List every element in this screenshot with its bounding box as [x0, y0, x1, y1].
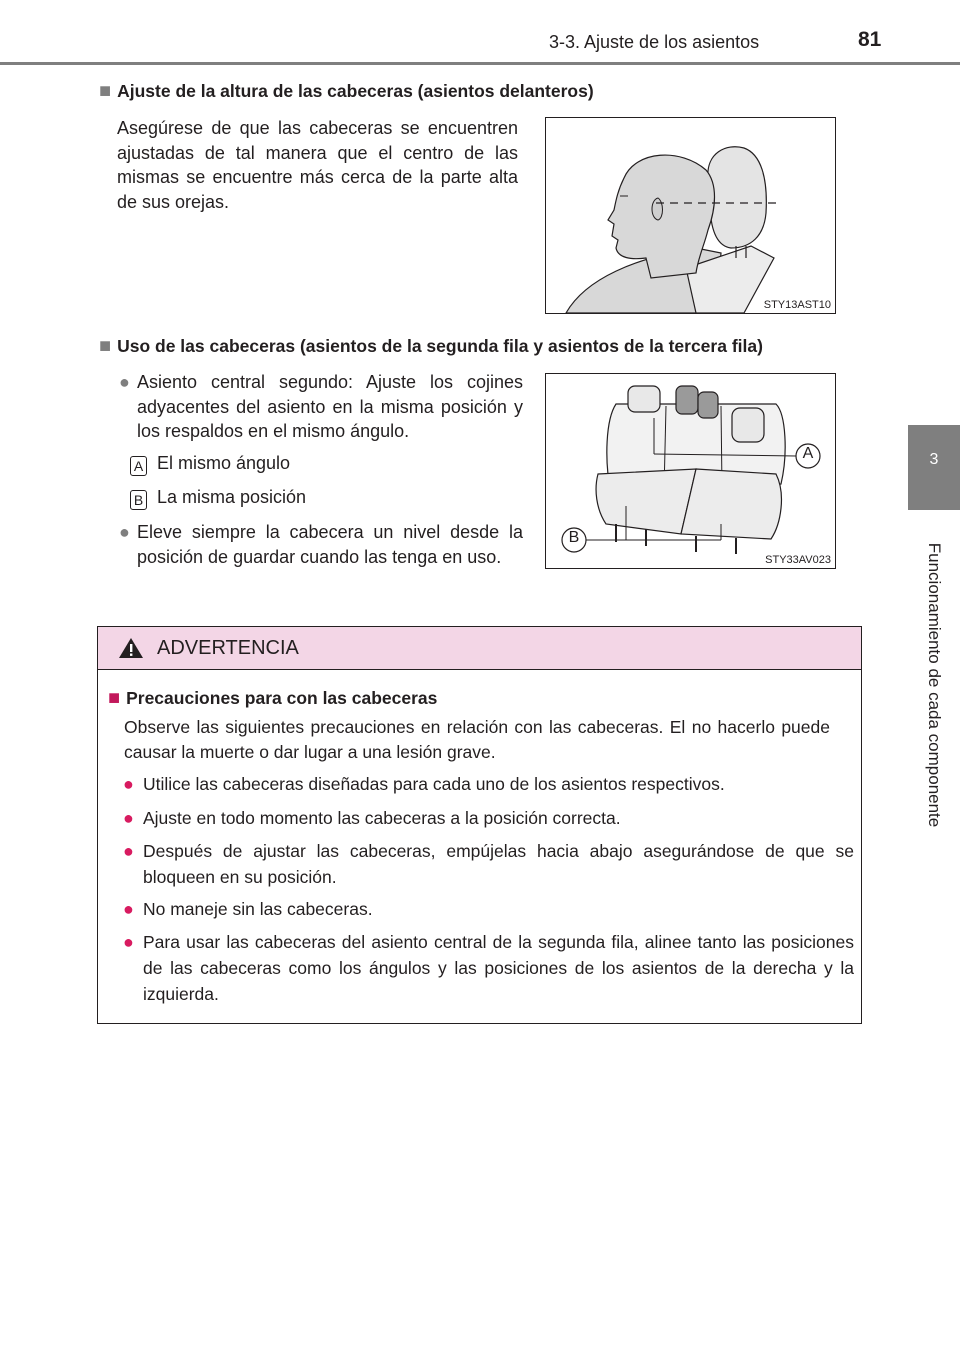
- chapter-number: 3: [929, 451, 939, 468]
- section2-bullet-1-text: Asiento central segundo: Ajuste los coji…: [137, 372, 523, 441]
- section-title: 3-3. Ajuste de los asientos: [549, 32, 760, 52]
- section1-body: Asegúrese de que las cabeceras se encuen…: [117, 118, 518, 212]
- circle-bullet-icon: ●: [123, 841, 134, 861]
- letter-b-badge: B: [130, 490, 147, 510]
- figure-code: STY33AV023: [765, 554, 831, 566]
- circle-bullet-icon: ●: [123, 932, 134, 952]
- warning-bullet-text: Utilice las cabeceras diseñadas para cad…: [143, 774, 725, 794]
- head-profile-illustration: [565, 146, 781, 313]
- square-bullet-icon: ■: [99, 80, 112, 102]
- page-number: 81: [858, 28, 882, 51]
- legend-item-b: B La misma posición: [130, 487, 306, 510]
- legend-b-label: La misma posición: [157, 487, 307, 507]
- section2-heading: ■Uso de las cabeceras (asientos de la se…: [99, 335, 763, 358]
- section2-heading-text: Uso de las cabeceras (asientos de la seg…: [117, 336, 763, 356]
- section1-heading: ■Ajuste de la altura de las cabeceras (a…: [99, 80, 594, 103]
- warning-bullet-text: Para usar las cabeceras del asiento cent…: [143, 932, 854, 1004]
- circle-bullet-icon: ●: [123, 774, 134, 794]
- headrest-height-figure: STY13AST10: [545, 117, 836, 314]
- warning-bullet-text: No maneje sin las cabeceras.: [143, 899, 373, 919]
- warning-heading-text: Precauciones para con las cabeceras: [126, 688, 438, 708]
- letter-a-badge: A: [130, 456, 147, 476]
- section2-bullet-2: ● Eleve siempre la cabecera un nivel des…: [119, 520, 523, 569]
- circle-bullet-icon: ●: [119, 522, 130, 542]
- warning-title: ADVERTENCIA: [157, 637, 299, 659]
- square-bullet-icon: ■: [108, 687, 121, 709]
- square-bullet-icon: ■: [99, 335, 112, 357]
- circle-bullet-icon: ●: [123, 899, 134, 919]
- warning-heading: ■Precauciones para con las cabeceras: [108, 687, 437, 710]
- rear-seats-figure: A B STY33AV023: [545, 373, 836, 569]
- warning-bullet: ● Utilice las cabeceras diseñadas para c…: [123, 771, 854, 797]
- rear-seats-illustration: [561, 385, 821, 554]
- warning-triangle-icon: [119, 638, 143, 658]
- legend-a-label: El mismo ángulo: [157, 453, 291, 473]
- circle-bullet-icon: ●: [123, 808, 134, 828]
- circle-bullet-icon: ●: [119, 372, 130, 392]
- callout-a: A: [802, 445, 814, 462]
- warning-bullet-text: Después de ajustar las cabeceras, empúje…: [143, 841, 854, 887]
- header-divider: [0, 62, 960, 65]
- section2-bullet-1: ● Asiento central segundo: Ajuste los co…: [119, 370, 523, 444]
- warning-bullet: ● No maneje sin las cabeceras.: [123, 896, 854, 922]
- section2-bullet-2-text: Eleve siempre la cabecera un nivel desde…: [137, 522, 523, 567]
- legend-item-a: A El mismo ángulo: [130, 453, 290, 476]
- figure-code: STY13AST10: [763, 299, 831, 311]
- section1-heading-text: Ajuste de la altura de las cabeceras (as…: [117, 81, 594, 101]
- chapter-label: Funcionamiento de cada componente: [925, 542, 944, 828]
- warning-intro: Observe las siguientes precauciones en r…: [124, 717, 830, 762]
- warning-bullet: ● Ajuste en todo momento las cabeceras a…: [123, 805, 854, 831]
- warning-bullet: ● Después de ajustar las cabeceras, empú…: [123, 838, 854, 890]
- warning-box: ADVERTENCIA ■Precauciones para con las c…: [97, 626, 862, 1024]
- warning-header: ADVERTENCIA: [98, 627, 861, 670]
- chapter-tab: 3: [908, 425, 960, 510]
- warning-bullet-text: Ajuste en todo momento las cabeceras a l…: [143, 808, 621, 828]
- warning-bullet: ● Para usar las cabeceras del asiento ce…: [123, 929, 854, 1007]
- callout-b: B: [568, 529, 580, 546]
